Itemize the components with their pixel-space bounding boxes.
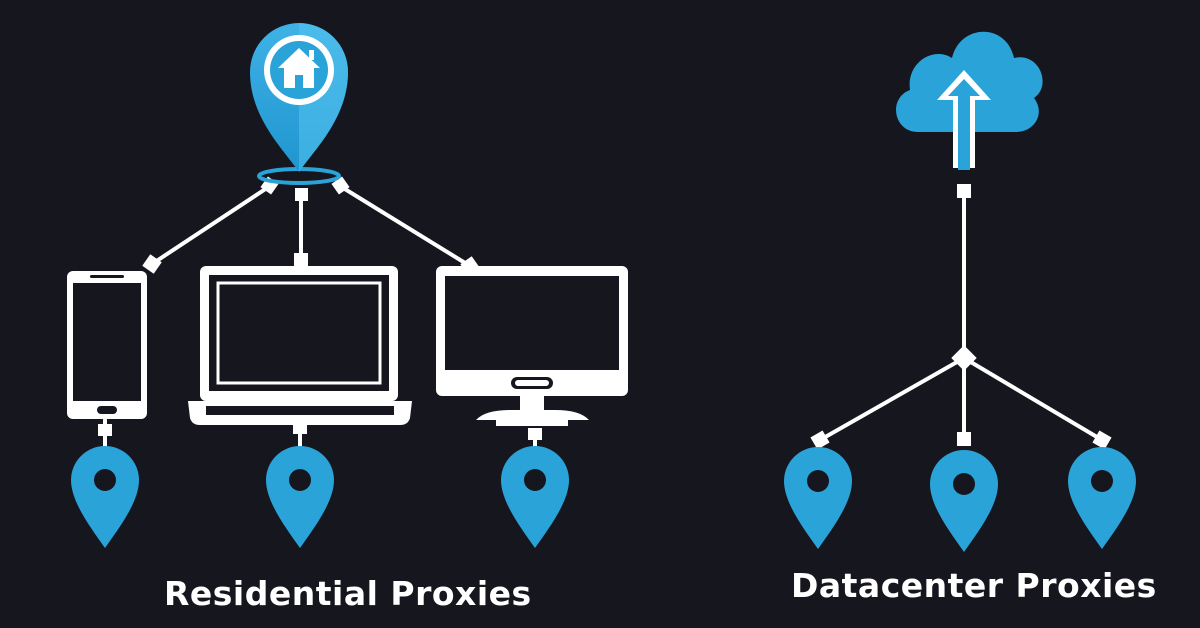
- residential-network: [67, 23, 628, 548]
- location-pin-icon: [1068, 447, 1136, 549]
- smartphone-icon: [67, 271, 147, 419]
- location-pin-icon: [930, 450, 998, 552]
- datacenter-connectors: [818, 190, 1104, 442]
- residential-proxies-caption: Residential Proxies: [164, 574, 532, 613]
- location-pin-icon: [71, 446, 139, 548]
- location-pin-icon: [266, 446, 334, 548]
- home-location-pin-icon: [250, 23, 348, 185]
- up-arrow-icon: [937, 70, 991, 170]
- laptop-icon: [188, 266, 412, 425]
- location-pin-icon: [784, 447, 852, 549]
- location-pin-icon: [501, 446, 569, 548]
- datacenter-proxies-caption: Datacenter Proxies: [791, 566, 1157, 605]
- datacenter-network: [784, 31, 1136, 552]
- cloud-upload-icon: [896, 31, 1043, 170]
- datacenter-connector-nodes: [810, 184, 1112, 450]
- monitor-icon: [436, 266, 628, 426]
- house-icon: [278, 48, 320, 88]
